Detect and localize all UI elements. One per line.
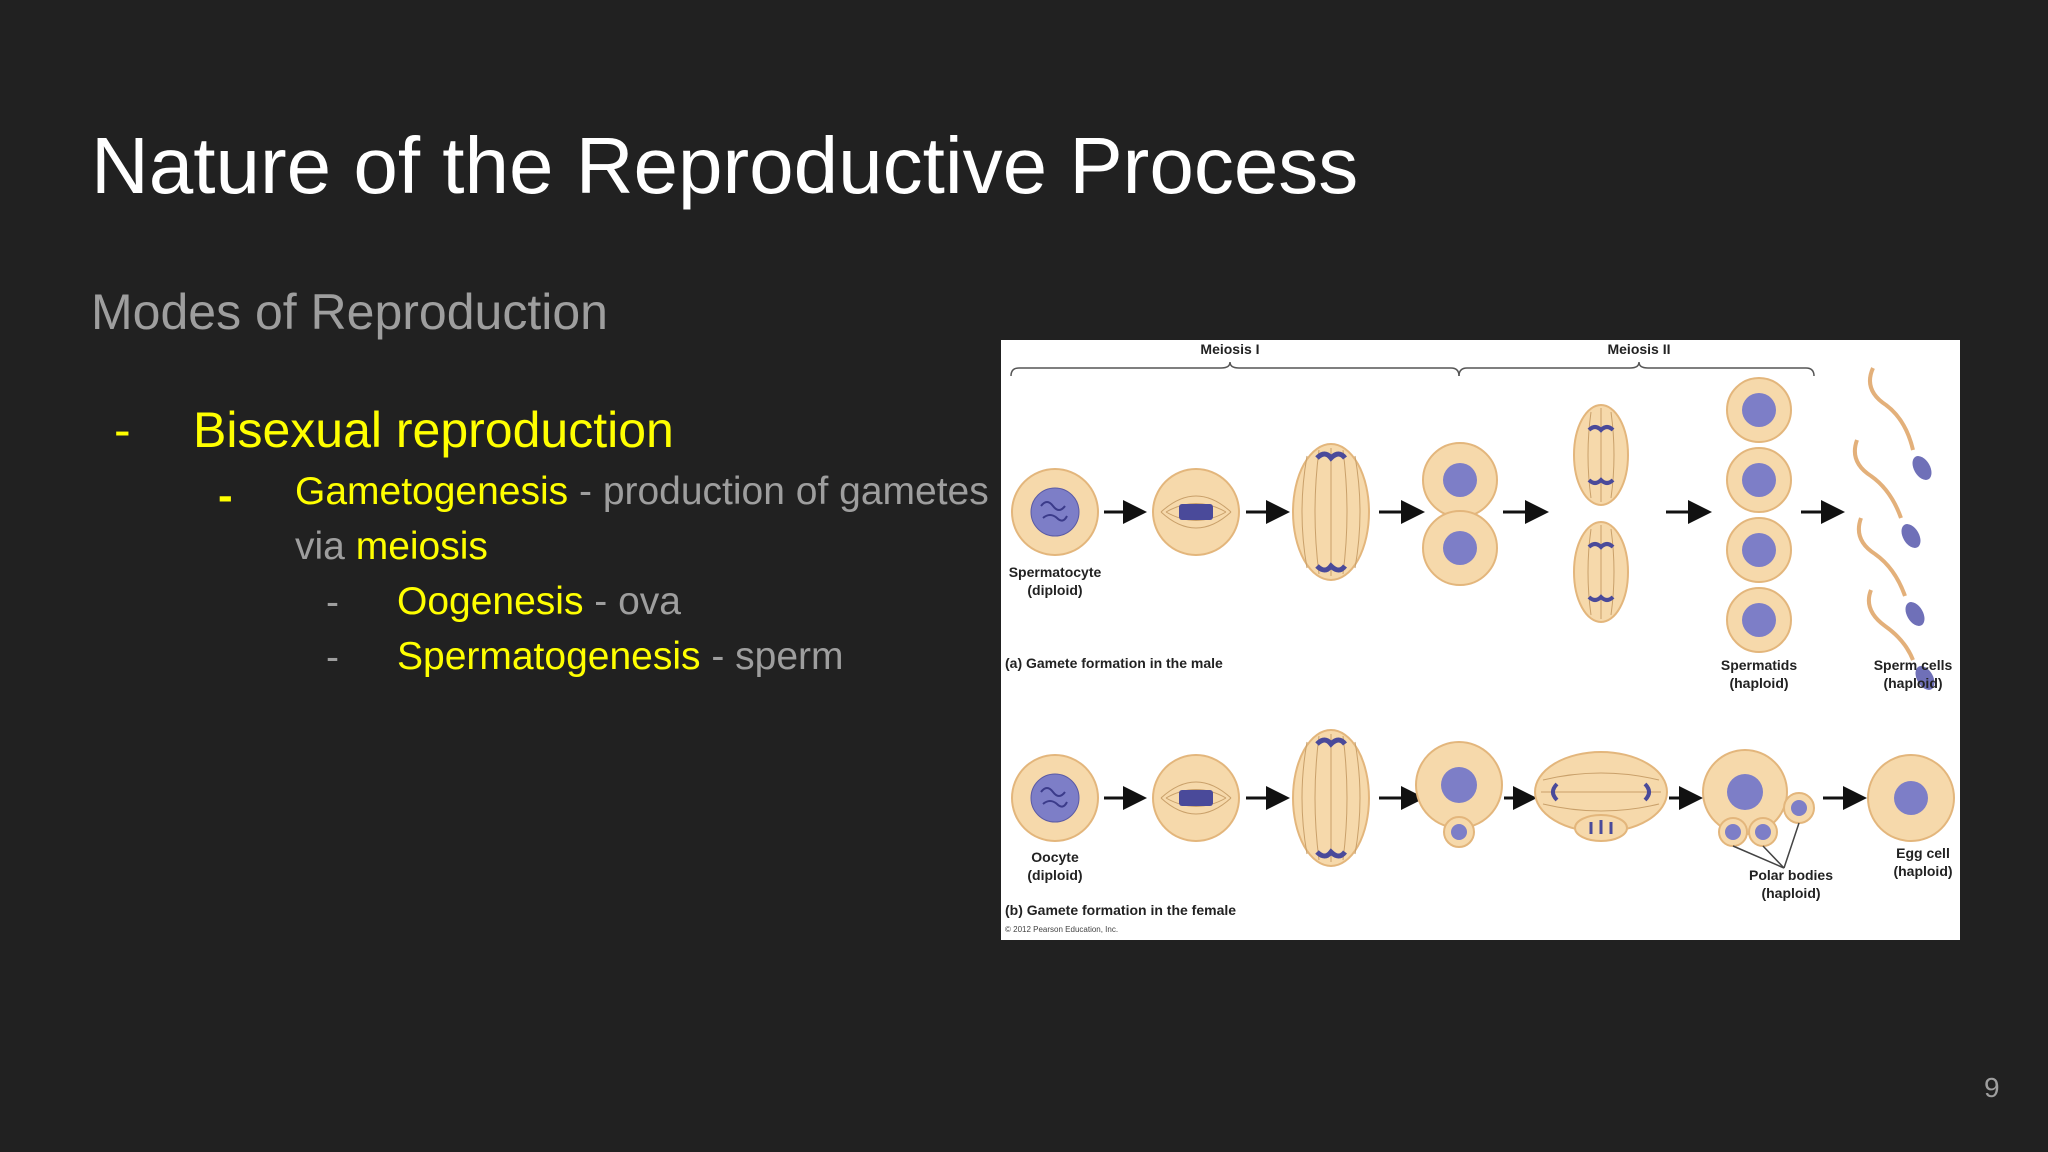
spermatocyte-cell bbox=[1012, 469, 1098, 555]
oocyte-metaphase-1-cell bbox=[1153, 755, 1239, 841]
spermatogenesis-description: - sperm bbox=[701, 635, 844, 678]
meiosis-2-oocyte-cell bbox=[1535, 752, 1667, 841]
meiosis-2-bracket bbox=[1459, 362, 1814, 376]
oogenesis-description: - ova bbox=[583, 580, 681, 623]
oocyte-label: Oocyte bbox=[1031, 849, 1079, 865]
spermatocyte-label: Spermatocyte bbox=[1009, 564, 1102, 580]
bullet-gametogenesis: Gametogenesis - production of gametes bbox=[295, 469, 989, 516]
metaphase-1-cell bbox=[1153, 469, 1239, 555]
polar-bodies-label: Polar bodies bbox=[1749, 867, 1833, 883]
caption-female: (b) Gamete formation in the female bbox=[1005, 902, 1236, 918]
meiosis-2-label: Meiosis II bbox=[1607, 341, 1670, 357]
bullet-marker: - bbox=[326, 635, 339, 682]
gametogenesis-description: - production of gametes bbox=[568, 470, 989, 513]
meiosis-2-spindle-cells bbox=[1574, 405, 1628, 622]
bullet-marker: - bbox=[114, 400, 131, 460]
term-meiosis: meiosis bbox=[356, 525, 488, 568]
spermatids-ploidy-label: (haploid) bbox=[1729, 675, 1788, 691]
sperm-cells bbox=[1855, 368, 1939, 693]
bullet-marker: - bbox=[326, 580, 339, 627]
polar-bodies-ploidy-label: (haploid) bbox=[1761, 885, 1820, 901]
slide-title: Nature of the Reproductive Process bbox=[91, 118, 1358, 214]
egg-cell-ploidy-label: (haploid) bbox=[1893, 863, 1952, 879]
bullet-bisexual-reproduction: Bisexual reproduction bbox=[193, 400, 674, 460]
ootid-with-polar-bodies bbox=[1703, 750, 1814, 868]
anaphase-1-cell bbox=[1293, 444, 1369, 580]
telophase-1-cells bbox=[1423, 443, 1497, 585]
term-gametogenesis: Gametogenesis bbox=[295, 470, 568, 513]
sperm-cells-label: Sperm cells bbox=[1874, 657, 1953, 673]
oocyte-ploidy-label: (diploid) bbox=[1027, 867, 1082, 883]
term-oogenesis: Oogenesis bbox=[397, 580, 583, 623]
term-spermatogenesis: Spermatogenesis bbox=[397, 635, 701, 678]
oocyte-anaphase-1-cell bbox=[1293, 730, 1369, 866]
secondary-oocyte-cell bbox=[1416, 742, 1502, 847]
via-text: via bbox=[295, 525, 356, 568]
meiosis-1-label: Meiosis I bbox=[1200, 341, 1259, 357]
spermatocyte-ploidy-label: (diploid) bbox=[1027, 582, 1082, 598]
egg-cell bbox=[1868, 755, 1954, 841]
meiosis-1-bracket bbox=[1011, 362, 1459, 376]
spermatids-label: Spermatids bbox=[1721, 657, 1797, 673]
bullet-gametogenesis-line2: via meiosis bbox=[295, 524, 488, 571]
caption-male: (a) Gamete formation in the male bbox=[1005, 655, 1223, 671]
page-number: 9 bbox=[1984, 1072, 2000, 1104]
gametogenesis-diagram-svg: Meiosis I Meiosis II bbox=[1001, 340, 1960, 940]
gametogenesis-diagram: Meiosis I Meiosis II bbox=[1001, 340, 1960, 940]
oocyte-cell bbox=[1012, 755, 1098, 841]
slide-subtitle: Modes of Reproduction bbox=[91, 282, 608, 342]
copyright-note: © 2012 Pearson Education, Inc. bbox=[1005, 925, 1118, 934]
spermatid-cells bbox=[1727, 378, 1791, 652]
sperm-cells-ploidy-label: (haploid) bbox=[1883, 675, 1942, 691]
egg-cell-label: Egg cell bbox=[1896, 845, 1950, 861]
bullet-oogenesis: Oogenesis - ova bbox=[397, 579, 681, 626]
bullet-marker: - bbox=[218, 470, 233, 523]
bullet-spermatogenesis: Spermatogenesis - sperm bbox=[397, 634, 844, 681]
